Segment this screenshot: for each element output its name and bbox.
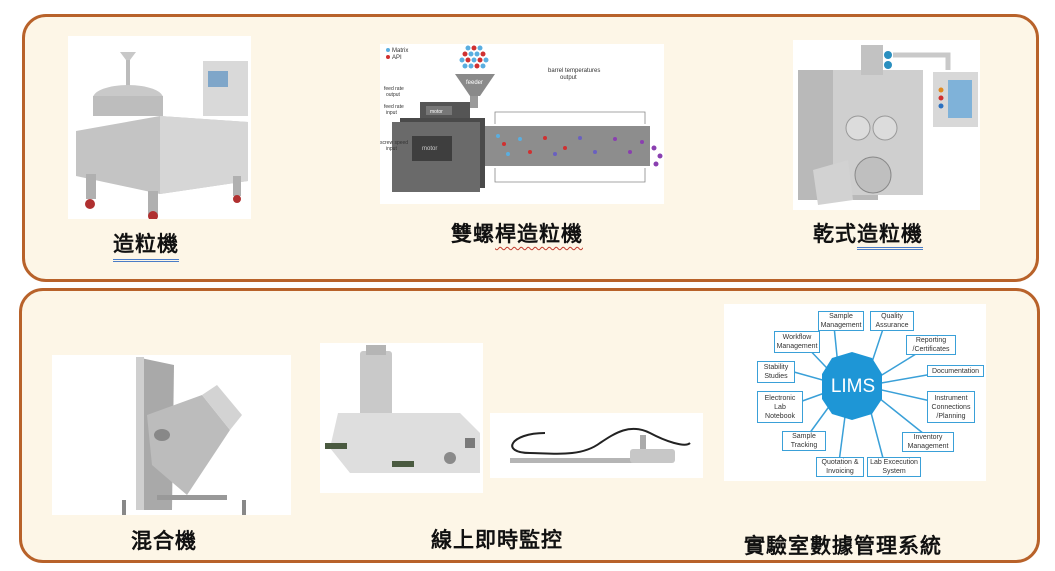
lims-node-reporting: Reporting /Certificates <box>906 335 956 355</box>
svg-text:motor: motor <box>430 109 443 115</box>
lims-diagram: LIMS Sample Management Quality Assurance… <box>724 304 986 481</box>
inline-sensor-image <box>320 343 483 493</box>
lims-node-inventory: Inventory Management <box>902 432 954 452</box>
svg-text:output: output <box>560 75 577 81</box>
inline-monitoring-label: 線上即時監控 <box>431 528 563 552</box>
svg-text:input: input <box>386 146 397 152</box>
dry-granulator-label-part1: 乾式 <box>813 222 857 246</box>
high-shear-granulator-image <box>68 36 251 219</box>
lims-node-instrument: Instrument Connections /Planning <box>927 391 975 423</box>
svg-text:output: output <box>386 92 401 98</box>
svg-text:API: API <box>392 55 402 61</box>
lims-label: 實驗室數據管理系統 <box>744 534 942 558</box>
bin-blender-image <box>52 355 291 515</box>
lims-node-stability: Stability Studies <box>757 361 795 383</box>
lims-node-sample-tracking: Sample Tracking <box>782 431 826 451</box>
lims-node-workflow: Workflow Management <box>774 331 820 353</box>
dry-granulator-label-part2: 造粒機 <box>857 222 923 250</box>
svg-text:Matrix: Matrix <box>392 48 408 54</box>
twin-screw-granulator-diagram: Matrix API feeder motor motor barrel tem… <box>380 44 664 204</box>
twin-screw-label-part1: 雙螺 <box>451 222 495 246</box>
svg-text:feed rate: feed rate <box>384 104 404 110</box>
svg-text:motor: motor <box>422 146 437 152</box>
svg-text:feed rate: feed rate <box>384 86 404 92</box>
twin-screw-granulator-label: 雙螺桿造粒機 <box>451 218 583 248</box>
dry-granulator-image <box>793 40 980 210</box>
svg-text:barrel temperatures: barrel temperatures <box>548 68 600 74</box>
svg-text:input: input <box>386 110 397 116</box>
lims-node-quotation: Quotation & Invoicing <box>816 457 864 477</box>
lims-node-quality-assurance: Quality Assurance <box>870 311 914 331</box>
svg-text:screw speed: screw speed <box>380 140 408 146</box>
twin-screw-label-part2: 桿造粒機 <box>495 222 583 246</box>
lims-node-lab-execution: Lab Excecution System <box>867 457 921 477</box>
svg-text:feeder: feeder <box>466 80 483 86</box>
inline-probe-image <box>490 413 703 478</box>
lims-node-eln: Electronic Lab Notebook <box>757 391 803 423</box>
blender-label: 混合機 <box>131 529 197 553</box>
lims-node-sample-management: Sample Management <box>818 311 864 331</box>
lims-node-documentation: Documentation <box>927 365 984 377</box>
dry-granulator-label: 乾式造粒機 <box>813 218 923 250</box>
lims-center-label: LIMS <box>830 376 876 397</box>
granulator-label: 造粒機 <box>113 228 179 262</box>
